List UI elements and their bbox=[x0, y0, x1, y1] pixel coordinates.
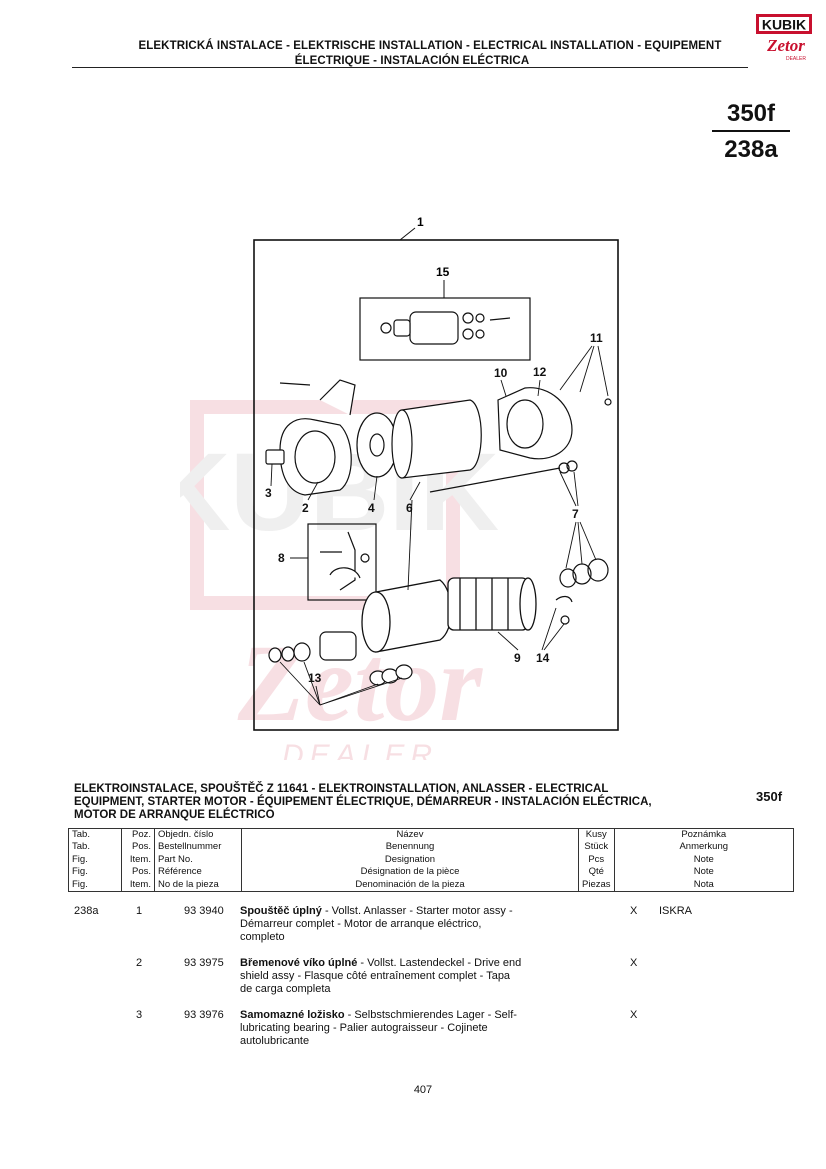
row-pos: 1 bbox=[136, 905, 143, 917]
diagram-frame bbox=[253, 239, 619, 731]
callout-11: 11 bbox=[590, 331, 603, 345]
callout-2: 2 bbox=[302, 501, 309, 515]
section-title-line-2: EQUIPMENT, STARTER MOTOR - ÉQUIPEMENT ÉL… bbox=[74, 796, 652, 808]
page-number-rule bbox=[712, 130, 790, 132]
callout-3: 3 bbox=[265, 486, 272, 500]
col-pos: Poz.Pos.Item.Pos.Item. bbox=[121, 827, 155, 893]
footer-page-number: 407 bbox=[413, 1084, 433, 1096]
row-note: ISKRA bbox=[659, 905, 693, 917]
callout-6: 6 bbox=[406, 501, 413, 515]
callout-10: 10 bbox=[494, 366, 508, 380]
row-qty: X bbox=[630, 957, 638, 969]
page-number-bottom: 238a bbox=[724, 136, 778, 163]
callout-15: 15 bbox=[436, 265, 450, 279]
row-tab: 238a bbox=[74, 905, 99, 917]
row-partno: 93 3975 bbox=[184, 957, 224, 969]
callout-8: 8 bbox=[278, 551, 285, 565]
row-partno: 93 3976 bbox=[184, 1009, 224, 1021]
col-tab: Tab.Tab.Fig.Fig.Fig. bbox=[68, 827, 122, 893]
through-bolts bbox=[429, 460, 578, 493]
watermark-zetor: Zetor bbox=[237, 622, 484, 744]
solenoid-box bbox=[359, 297, 531, 361]
row-name: Samomazné ložisko - Selbstschmierendes L… bbox=[240, 1009, 517, 1048]
row-name: Břemenové víko úplné - Vollst. Lastendec… bbox=[240, 957, 522, 996]
armature bbox=[361, 577, 537, 653]
sealing-rings bbox=[555, 558, 609, 625]
stator-yoke bbox=[391, 399, 482, 479]
logo-zetor-text: Zetor bbox=[766, 36, 805, 55]
kubik-zetor-logo: KUBIK Zetor DEALER bbox=[756, 14, 812, 66]
section-title-line-1: ELEKTROINSTALACE, SPOUŠTĚČ Z 11641 - ELE… bbox=[74, 783, 609, 795]
logo-kubik-text: KUBIK bbox=[762, 17, 806, 33]
callout-14: 14 bbox=[536, 651, 550, 665]
intermediate-bearing bbox=[356, 412, 398, 478]
header-rule bbox=[72, 67, 748, 68]
pinion-assembly bbox=[268, 631, 413, 686]
page-number-top: 350f bbox=[726, 100, 776, 127]
callout-1: 1 bbox=[417, 215, 424, 229]
callout-7: 7 bbox=[572, 507, 579, 521]
section-title: ELEKTROINSTALACE, SPOUŠTĚČ Z 11641 - ELE… bbox=[74, 783, 754, 822]
callout-9: 9 bbox=[514, 651, 521, 665]
fork-box bbox=[307, 523, 377, 601]
parts-table-header: Tab.Tab.Fig.Fig.Fig. Poz.Pos.Item.Pos.It… bbox=[68, 827, 795, 893]
solenoid-part bbox=[380, 311, 511, 345]
engaging-fork bbox=[320, 531, 370, 591]
row-qty: X bbox=[630, 905, 638, 917]
callout-4: 4 bbox=[368, 501, 375, 515]
commutator-end-shield bbox=[497, 387, 612, 460]
row-name: Spouštěč úplný - Vollst. Anlasser - Star… bbox=[240, 905, 513, 944]
callout-12: 12 bbox=[533, 365, 547, 379]
section-ref: 350f bbox=[756, 789, 783, 804]
row-pos: 3 bbox=[136, 1009, 143, 1021]
starter-motor-diagram: KUBIK Zetor DEALER 1 15 bbox=[180, 215, 619, 760]
header-line-1: ELEKTRICKÁ INSTALACE - ELEKTRISCHE INSTA… bbox=[138, 40, 722, 52]
watermark-dealer: DEALER bbox=[282, 739, 438, 760]
row-partno: 93 3940 bbox=[184, 905, 224, 917]
drive-end-shield bbox=[265, 379, 356, 496]
section-title-line-3: MOTOR DE ARRANQUE ELÉCTRICO bbox=[74, 809, 275, 821]
row-pos: 2 bbox=[136, 957, 143, 969]
row-qty: X bbox=[630, 1009, 638, 1021]
header-line-2: ÉLECTRIQUE - INSTALACIÓN ELÉCTRICA bbox=[294, 55, 530, 67]
logo-dealer-text: DEALER bbox=[786, 56, 806, 62]
